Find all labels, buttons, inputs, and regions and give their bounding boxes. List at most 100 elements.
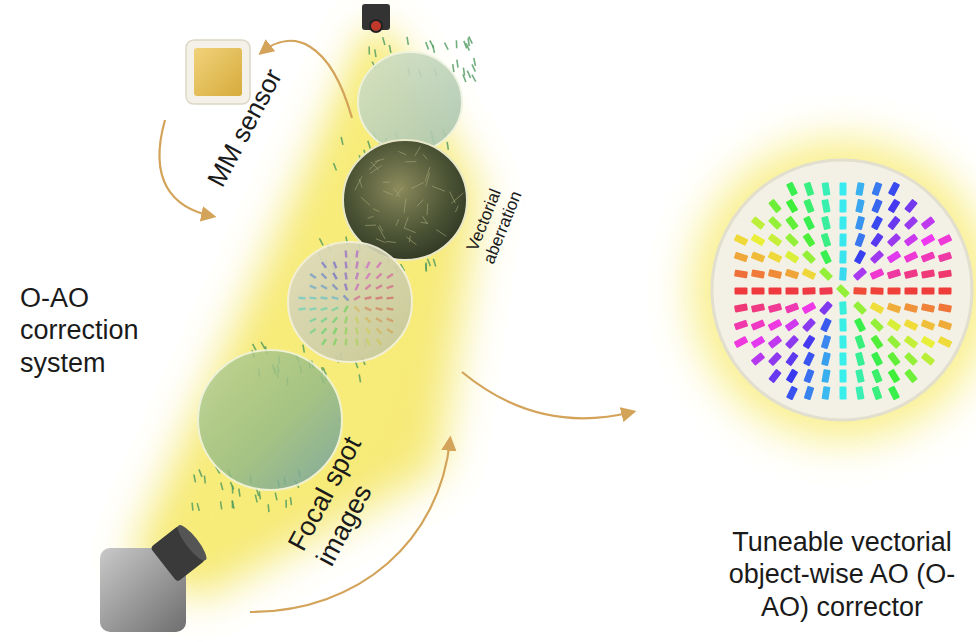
corrector-tile [803, 352, 815, 367]
pattern-mark [321, 338, 327, 345]
corrector-tile [870, 318, 884, 332]
corrector-tile [839, 318, 846, 331]
corrector-tile [904, 303, 918, 313]
corrector-tile [904, 335, 919, 348]
dash-mark [275, 493, 277, 501]
corrector-tile [821, 369, 830, 383]
corrector-tile [887, 287, 900, 294]
corrector-tile [803, 369, 814, 384]
corrector-tile [870, 268, 885, 280]
arrow-from-sensor [159, 120, 212, 216]
corrector-tile [821, 335, 832, 349]
corrector-tile [854, 318, 866, 333]
texture-stroke [455, 206, 458, 212]
corrector-tile [821, 352, 831, 366]
pattern-mark [365, 338, 370, 345]
corrector-tile [871, 352, 883, 367]
pattern-mark [309, 273, 316, 279]
corrector-tile [887, 269, 901, 280]
corrector-tile [871, 369, 882, 384]
corrector-tile [803, 335, 816, 350]
pattern-mark [344, 261, 347, 268]
corrector-tile [921, 234, 936, 247]
corrector-tile [888, 199, 901, 214]
texture-stroke [423, 154, 427, 159]
pattern-mark [344, 316, 348, 323]
pattern-mark [355, 338, 359, 345]
pattern-mark [386, 273, 393, 279]
corrector-tile [734, 303, 748, 312]
corrector-tile [802, 233, 815, 248]
texture-stroke [405, 161, 416, 162]
corrector-tile [734, 336, 749, 348]
dash-mark [368, 141, 370, 149]
corrector-tile [854, 250, 866, 265]
corrector-tile [785, 250, 800, 263]
corrector-tile [855, 233, 866, 248]
texture-stroke [432, 186, 445, 191]
texture-stroke [421, 222, 428, 223]
corrector-tile [785, 352, 798, 367]
corrector-tile [904, 319, 919, 331]
pattern-mark [321, 328, 327, 335]
corrector-tile [821, 233, 832, 248]
texture-stroke [411, 182, 424, 188]
corrector-tile [751, 234, 766, 247]
corrector-tile [751, 319, 766, 330]
pattern-mark [376, 262, 382, 269]
corrector-tile [751, 352, 765, 366]
corrector-tile [734, 320, 749, 331]
corrector-tile [785, 216, 798, 231]
arrow-to-corrector [462, 372, 632, 418]
corrector-tile [819, 301, 833, 315]
corrector-tile [855, 386, 864, 400]
pattern-mark [343, 295, 350, 302]
dash-mark [255, 495, 257, 503]
corrector-tile [921, 251, 936, 262]
pattern-mark [376, 273, 383, 279]
texture-stroke [355, 176, 362, 190]
pattern-mark [344, 338, 347, 345]
corrector-tile [820, 318, 832, 333]
corrector-tile [768, 199, 782, 214]
camera-lens [150, 522, 210, 583]
corrector-tile [887, 216, 901, 231]
corrector-tile [785, 269, 800, 280]
corrector-tile [802, 302, 817, 314]
texture-stroke [415, 147, 421, 156]
dash-mark [230, 482, 233, 489]
corrector-tile [802, 318, 816, 332]
corrector-label: Tuneable vectorial object-wise AO (O-AO)… [715, 526, 970, 623]
corrector-tile [888, 386, 900, 401]
corrector-tile [785, 233, 799, 247]
corrector-tile [855, 335, 866, 350]
dash-mark [453, 64, 454, 72]
pattern-mark [386, 285, 393, 290]
dash-mark [204, 476, 206, 484]
pattern-mark [344, 283, 348, 290]
corrector-tile [887, 233, 901, 247]
disk-texture [355, 147, 463, 245]
corrector-tile [855, 216, 865, 230]
corrector-tile [751, 303, 765, 313]
corrector-plate [712, 160, 972, 420]
pattern-mark [321, 273, 328, 280]
corrector-tile [804, 386, 815, 401]
lens-front [174, 522, 211, 564]
oao-corrector [712, 160, 972, 420]
corrector-tile [768, 287, 781, 294]
sensor-chip [194, 48, 242, 96]
corrector-tile [904, 216, 918, 230]
dash-mark [191, 503, 193, 511]
corrector-tile [921, 352, 936, 366]
pattern-mark [375, 307, 382, 311]
corrector-tile [785, 287, 798, 294]
corrector-tile [802, 287, 815, 294]
dash-mark [319, 238, 323, 245]
corrector-tile [853, 301, 867, 315]
dash-mark [221, 482, 223, 490]
pattern-mark [386, 328, 393, 334]
dash-mark [472, 75, 476, 82]
pattern-mark [355, 316, 360, 323]
